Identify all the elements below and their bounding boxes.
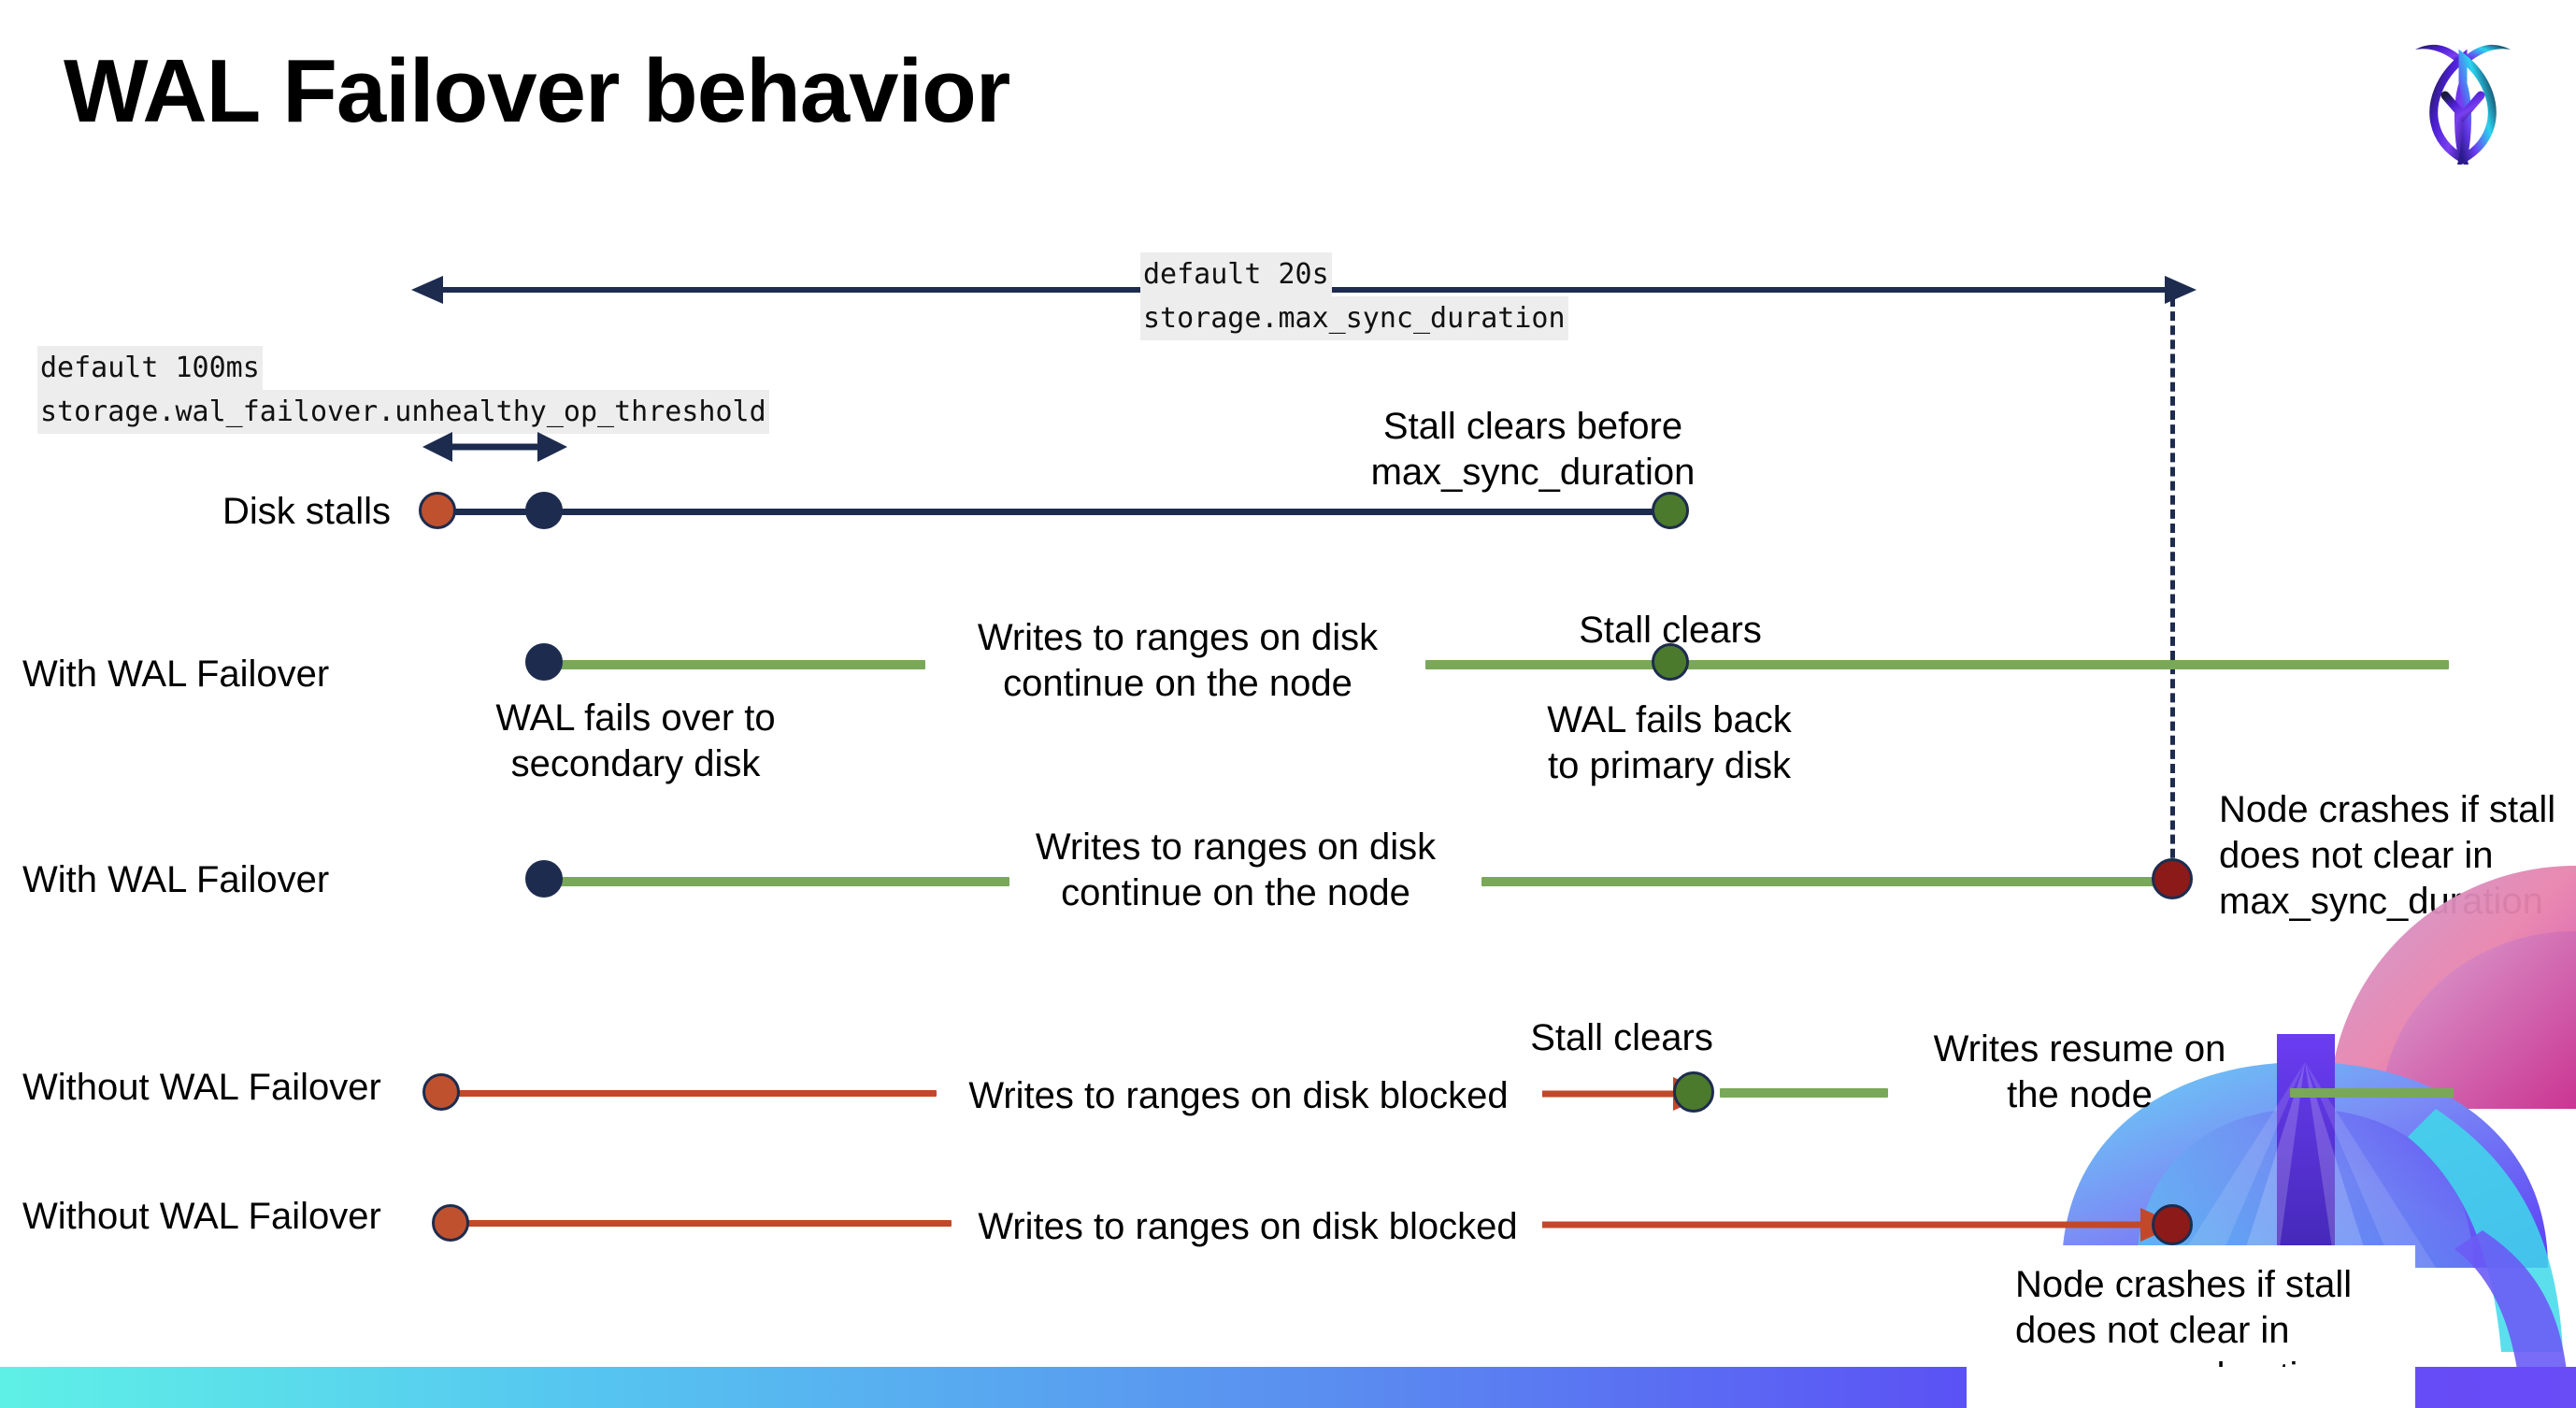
row-label-without-wal-failover-1: Without WAL Failover <box>22 1067 381 1108</box>
annotation-line: Stall clears before <box>1382 406 1683 447</box>
annotation-line: the node <box>2007 1073 2153 1115</box>
marker-wal-fails-over-2 <box>525 860 563 898</box>
max-sync-duration-callout: default 20s storage.max_sync_duration <box>1140 252 1568 340</box>
marker-stall-detected <box>525 492 563 529</box>
marker-node-crash-2 <box>2152 1204 2193 1245</box>
annotation-line: WAL fails back <box>1547 699 1792 740</box>
timeline-wal-failover-1-segment-b <box>1425 660 2449 669</box>
marker-stall-start <box>419 492 456 529</box>
marker-stall-start-3 <box>432 1204 469 1242</box>
unhealthy-op-threshold-callout: default 100ms storage.wal_failover.unhea… <box>37 346 769 434</box>
arrow-to-node-crash-2 <box>1542 1208 2178 1242</box>
annotation-writes-resume: Writes resume on the node <box>1897 1027 2262 1118</box>
annotation-line: to primary disk <box>1547 744 1792 786</box>
annotation-line: WAL fails over to <box>495 697 776 739</box>
annotation-line: Writes to ranges on disk <box>1035 826 1437 868</box>
marker-stall-start-2 <box>422 1073 460 1111</box>
marker-stall-clears-1 <box>1652 643 1689 681</box>
annotation-wal-fails-over: WAL fails over to secondary disk <box>449 696 823 787</box>
arrow-left-icon <box>411 276 443 304</box>
annotation-line: Node crashes if stall <box>2219 789 2556 830</box>
max-sync-duration-deadline-guide <box>2170 297 2175 886</box>
unhealthy-op-threshold-default: default 100ms <box>37 346 263 390</box>
annotation-writes-continue-1: Writes to ranges on disk continue on the… <box>944 615 1411 707</box>
annotation-node-crashes-1: Node crashes if stall does not clear in … <box>2219 787 2574 924</box>
annotation-stall-clears-2: Stall clears <box>1530 1017 1713 1058</box>
annotation-stall-clears-1: Stall clears <box>1497 608 1843 654</box>
unhealthy-op-threshold-setting: storage.wal_failover.unhealthy_op_thresh… <box>37 390 769 434</box>
row-label-without-wal-failover-2: Without WAL Failover <box>22 1196 381 1237</box>
marker-wal-fails-over-1 <box>525 643 563 681</box>
annotation-line: continue on the node <box>1003 662 1352 704</box>
arrow-right-icon <box>2165 276 2197 304</box>
annotation-line: max_sync_duration <box>2219 880 2543 922</box>
row-label-disk-stalls: Disk stalls <box>222 491 392 532</box>
timeline-wal-failover-2-segment-b <box>1481 877 2178 886</box>
max-sync-duration-setting: storage.max_sync_duration <box>1140 296 1568 340</box>
timeline-disk-stalls <box>439 509 1675 515</box>
annotation-line: Writes to ranges on disk <box>977 617 1379 658</box>
annotation-stall-clears-before: Stall clears before max_sync_duration <box>1337 404 1729 496</box>
row-label-with-wal-failover-1: With WAL Failover <box>22 654 330 695</box>
annotation-writes-blocked-2: Writes to ranges on disk blocked <box>978 1206 1518 1247</box>
annotation-line: Stall clears <box>1579 610 1762 651</box>
timeline-without-failover-2-blocked-a <box>458 1220 952 1227</box>
annotation-line: does not clear in <box>2015 1309 2290 1351</box>
double-headed-arrow-icon <box>422 432 567 462</box>
marker-stall-clears <box>1652 492 1689 529</box>
marker-node-crash-1 <box>2152 858 2193 899</box>
timeline-without-failover-1-blocked-a <box>458 1090 937 1097</box>
timeline-wal-failover-2-segment-a <box>542 877 1009 886</box>
annotation-line: max_sync_duration <box>1370 451 1696 493</box>
cockroachdb-logo <box>2393 26 2533 167</box>
annotation-writes-continue-2: Writes to ranges on disk continue on the… <box>1002 825 1469 916</box>
annotation-writes-blocked-1: Writes to ranges on disk blocked <box>968 1075 1509 1116</box>
annotation-line: continue on the node <box>1061 871 1410 913</box>
max-sync-duration-default: default 20s <box>1140 252 1332 296</box>
annotation-line: Node crashes if stall <box>2015 1264 2353 1305</box>
annotation-line: Writes resume on <box>1933 1028 2226 1070</box>
timeline-without-failover-1-resumed-a <box>1720 1088 1888 1098</box>
row-label-with-wal-failover-2: With WAL Failover <box>22 859 330 900</box>
timeline-wal-failover-1-segment-a <box>542 660 925 669</box>
annotation-line: does not clear in <box>2219 834 2494 876</box>
page-title: WAL Failover behavior <box>64 41 1010 141</box>
marker-stall-clears-2 <box>1673 1071 1714 1113</box>
timeline-without-failover-1-resumed-b <box>2290 1088 2454 1098</box>
annotation-line: secondary disk <box>510 742 761 784</box>
bottom-bar-cutout <box>1967 1367 2415 1408</box>
annotation-wal-fails-back: WAL fails back to primary disk <box>1496 697 1843 789</box>
